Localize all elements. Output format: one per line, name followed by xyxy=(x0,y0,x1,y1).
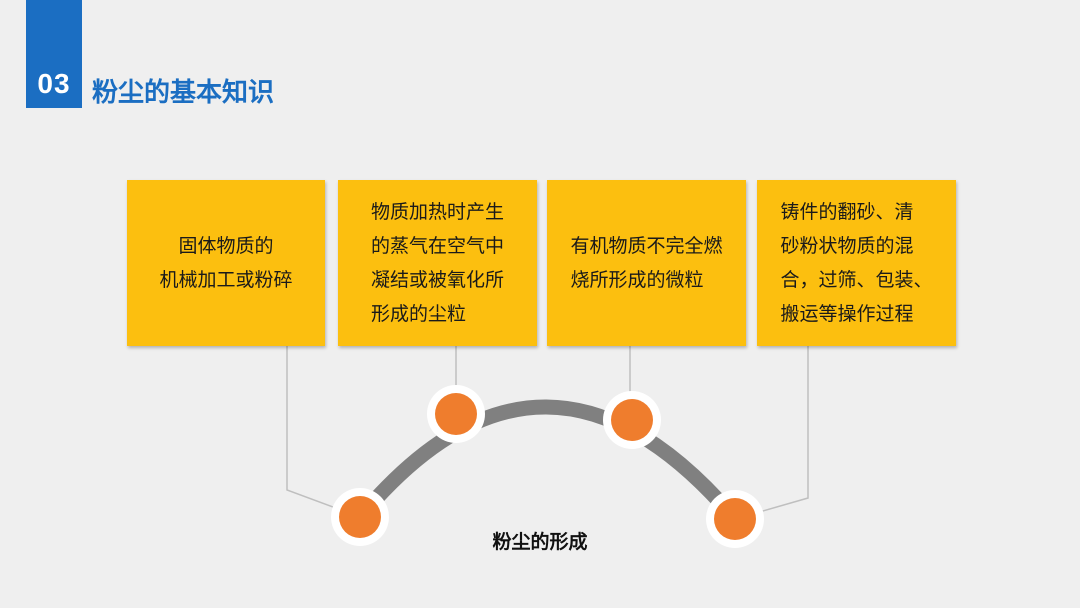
box-text-line: 物质加热时产生 xyxy=(370,201,504,223)
node-4 xyxy=(706,490,764,548)
box-text-line: 形成的尘粒 xyxy=(370,303,466,325)
box-text-line: 合，过筛、包装、 xyxy=(780,269,933,291)
box-text-line: 凝结或被氧化所 xyxy=(370,269,504,291)
node-3 xyxy=(603,391,661,449)
section-number-badge: 03 xyxy=(26,0,82,108)
formation-arc xyxy=(352,399,743,527)
source-box-mechanical-processing: 固体物质的 机械加工或粉碎 xyxy=(127,180,325,346)
box-text-line: 固体物质的 xyxy=(178,235,274,257)
box-text-line: 机械加工或粉碎 xyxy=(159,269,293,291)
box-text-line: 砂粉状物质的混 xyxy=(780,235,914,257)
box-text-line: 铸件的翻砂、清 xyxy=(780,201,914,223)
diagram-center-label: 粉尘的形成 xyxy=(492,531,588,553)
source-box-incomplete-combustion: 有机物质不完全燃 烧所形成的微粒 xyxy=(547,180,746,346)
node-1 xyxy=(331,488,389,546)
box-text-line: 烧所形成的微粒 xyxy=(570,269,704,291)
box-text-line: 的蒸气在空气中 xyxy=(370,235,504,257)
section-number: 03 xyxy=(37,68,71,99)
node-2 xyxy=(427,385,485,443)
source-box-vapor-condensation: 物质加热时产生 的蒸气在空气中 凝结或被氧化所 形成的尘粒 xyxy=(338,180,537,346)
box-text-line: 搬运等操作过程 xyxy=(780,303,914,325)
box-text-line: 有机物质不完全燃 xyxy=(570,235,723,257)
section-title: 粉尘的基本知识 xyxy=(92,78,275,108)
source-box-casting-operations: 铸件的翻砂、清 砂粉状物质的混 合，过筛、包装、 搬运等操作过程 xyxy=(757,180,956,346)
